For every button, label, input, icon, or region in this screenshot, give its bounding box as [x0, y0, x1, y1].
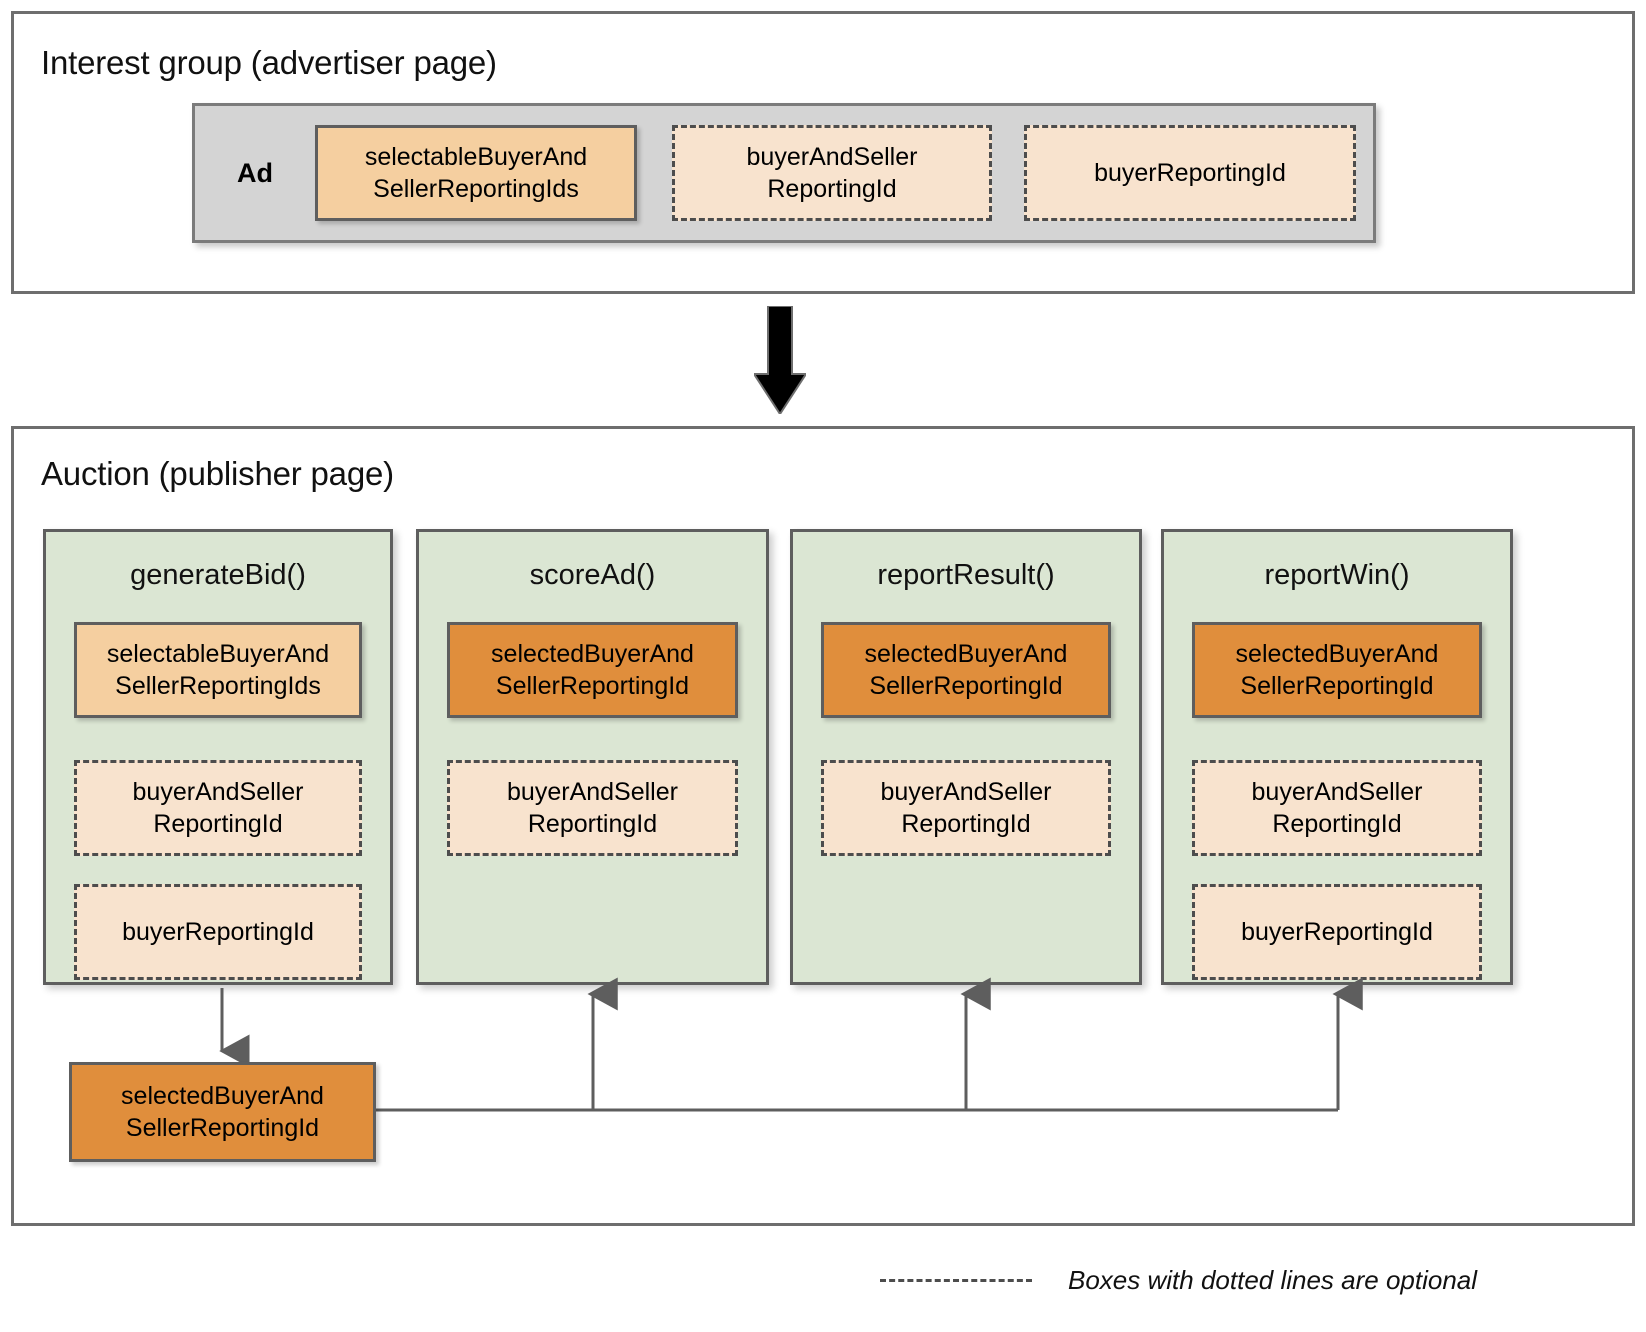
- function-title-report-win: reportWin(): [1264, 559, 1410, 591]
- function-title-report-result: reportResult(): [877, 559, 1055, 591]
- generate-bid-box-selectable-buyer-and-seller-reporting-ids: selectableBuyerAnd SellerReportingIds: [74, 622, 362, 718]
- ad-label: Ad: [237, 157, 273, 188]
- report-win-box-buyer-reporting-id: buyerReportingId: [1192, 884, 1482, 980]
- auction-title: Auction (publisher page): [41, 455, 394, 492]
- function-title-score-ad: scoreAd(): [529, 559, 656, 591]
- legend: Boxes with dotted lines are optional: [880, 1258, 1610, 1302]
- ad-box-selectable-buyer-and-seller-reporting-ids: selectableBuyerAnd SellerReportingIds: [315, 125, 637, 221]
- score-ad-box-selected-buyer-and-seller-reporting-id: selectedBuyerAnd SellerReportingId: [447, 622, 738, 718]
- down-arrow-icon: [754, 306, 806, 414]
- generate-bid-box-buyer-reporting-id: buyerReportingId: [74, 884, 362, 980]
- report-win-box-selected-buyer-and-seller-reporting-id: selectedBuyerAnd SellerReportingId: [1192, 622, 1482, 718]
- function-column-report-result: reportResult() selectedBuyerAnd SellerRe…: [790, 529, 1142, 985]
- legend-dashed-line-icon: [880, 1278, 1032, 1282]
- generate-bid-box-buyer-and-seller-reporting-id: buyerAndSeller ReportingId: [74, 760, 362, 856]
- function-column-generate-bid: generateBid() selectableBuyerAnd SellerR…: [43, 529, 393, 985]
- function-column-report-win: reportWin() selectedBuyerAnd SellerRepor…: [1161, 529, 1513, 985]
- ad-box-buyer-and-seller-reporting-id: buyerAndSeller ReportingId: [672, 125, 992, 221]
- report-result-box-buyer-and-seller-reporting-id: buyerAndSeller ReportingId: [821, 760, 1111, 856]
- function-column-score-ad: scoreAd() selectedBuyerAnd SellerReporti…: [416, 529, 769, 985]
- interest-group-title: Interest group (advertiser page): [41, 44, 497, 81]
- legend-text: Boxes with dotted lines are optional: [1068, 1264, 1478, 1295]
- score-ad-box-buyer-and-seller-reporting-id: buyerAndSeller ReportingId: [447, 760, 738, 856]
- report-result-box-selected-buyer-and-seller-reporting-id: selectedBuyerAnd SellerReportingId: [821, 622, 1111, 718]
- function-title-generate-bid: generateBid(): [130, 559, 306, 591]
- ad-box-buyer-reporting-id: buyerReportingId: [1024, 125, 1356, 221]
- ad-container: Ad selectableBuyerAnd SellerReportingIds…: [192, 103, 1376, 243]
- report-win-box-buyer-and-seller-reporting-id: buyerAndSeller ReportingId: [1192, 760, 1482, 856]
- selected-buyer-and-seller-reporting-id-box: selectedBuyerAnd SellerReportingId: [69, 1062, 376, 1162]
